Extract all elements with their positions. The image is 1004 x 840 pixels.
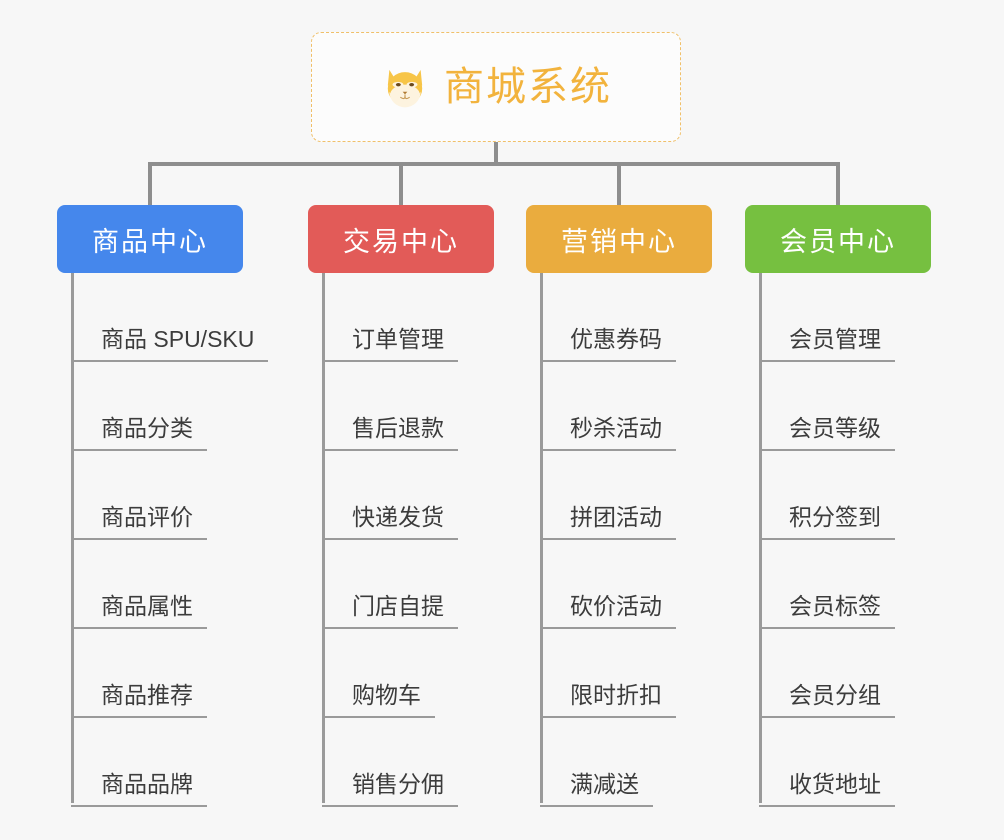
- leaf-item[interactable]: 销售分佣: [322, 718, 458, 807]
- category-label: 交易中心: [343, 226, 459, 257]
- leaf-item[interactable]: 会员分组: [759, 629, 895, 718]
- leaf-item-label: 会员分组: [759, 682, 895, 718]
- leaf-item-label: 快递发货: [322, 504, 458, 540]
- leaf-item[interactable]: 售后退款: [322, 362, 458, 451]
- leaf-item-label: 会员管理: [759, 326, 895, 362]
- leaf-item-label: 秒杀活动: [540, 415, 676, 451]
- category-label: 营销中心: [561, 226, 677, 257]
- leaf-item[interactable]: 优惠券码: [540, 273, 676, 362]
- root-title: 商城系统: [444, 65, 612, 109]
- leaf-item[interactable]: 拼团活动: [540, 451, 676, 540]
- connector-root-stem: [494, 142, 498, 166]
- leaf-item[interactable]: 商品推荐: [71, 629, 207, 718]
- leaf-item[interactable]: 限时折扣: [540, 629, 676, 718]
- leaf-item-label: 门店自提: [322, 593, 458, 629]
- leaf-item-label: 商品推荐: [71, 682, 207, 718]
- leaf-item-label: 商品属性: [71, 593, 207, 629]
- leaf-item-label: 会员等级: [759, 415, 895, 451]
- leaf-item[interactable]: 订单管理: [322, 273, 458, 362]
- category-box-trade-center[interactable]: 交易中心: [308, 205, 494, 273]
- connector-drop-product-center: [148, 162, 152, 205]
- leaf-item[interactable]: 商品分类: [71, 362, 207, 451]
- leaf-item-label: 限时折扣: [540, 682, 676, 718]
- leaf-item-label: 砍价活动: [540, 593, 676, 629]
- category-box-product-center[interactable]: 商品中心: [57, 205, 243, 273]
- leaf-item-label: 满减送: [540, 771, 653, 807]
- leaf-item[interactable]: 砍价活动: [540, 540, 676, 629]
- leaf-item-label: 商品品牌: [71, 771, 207, 807]
- category-label: 会员中心: [780, 226, 896, 257]
- category-box-marketing-center[interactable]: 营销中心: [526, 205, 712, 273]
- connector-drop-marketing-center: [617, 162, 621, 205]
- leaf-item-label: 拼团活动: [540, 504, 676, 540]
- leaf-item-label: 优惠券码: [540, 326, 676, 362]
- leaf-item-label: 商品分类: [71, 415, 207, 451]
- leaf-item-label: 销售分佣: [322, 771, 458, 807]
- category-label: 商品中心: [92, 226, 208, 257]
- leaf-item-label: 积分签到: [759, 504, 895, 540]
- leaf-item[interactable]: 商品属性: [71, 540, 207, 629]
- connector-bus-bar: [148, 162, 840, 166]
- leaf-item[interactable]: 会员等级: [759, 362, 895, 451]
- leaf-item-label: 订单管理: [322, 326, 458, 362]
- connector-drop-trade-center: [399, 162, 403, 205]
- root-node[interactable]: 商城系统: [311, 32, 681, 142]
- leaf-item[interactable]: 商品 SPU/SKU: [71, 273, 269, 362]
- leaf-item[interactable]: 会员管理: [759, 273, 895, 362]
- connector-drop-member-center: [836, 162, 840, 205]
- leaf-item-label: 售后退款: [322, 415, 458, 451]
- shiba-dog-face-icon: [380, 62, 430, 112]
- leaf-item[interactable]: 商品品牌: [71, 718, 207, 807]
- leaf-item-label: 商品 SPU/SKU: [71, 326, 269, 362]
- leaf-item-label: 购物车: [322, 682, 435, 718]
- leaf-item-label: 商品评价: [71, 504, 207, 540]
- leaf-item[interactable]: 秒杀活动: [540, 362, 676, 451]
- leaf-item[interactable]: 收货地址: [759, 718, 895, 807]
- leaf-item[interactable]: 商品评价: [71, 451, 207, 540]
- leaf-item[interactable]: 购物车: [322, 629, 435, 718]
- leaf-item[interactable]: 门店自提: [322, 540, 458, 629]
- category-box-member-center[interactable]: 会员中心: [745, 205, 931, 273]
- leaf-item-label: 会员标签: [759, 593, 895, 629]
- leaf-item-label: 收货地址: [759, 771, 895, 807]
- leaf-item[interactable]: 积分签到: [759, 451, 895, 540]
- leaf-item[interactable]: 会员标签: [759, 540, 895, 629]
- leaf-item[interactable]: 满减送: [540, 718, 653, 807]
- leaf-item[interactable]: 快递发货: [322, 451, 458, 540]
